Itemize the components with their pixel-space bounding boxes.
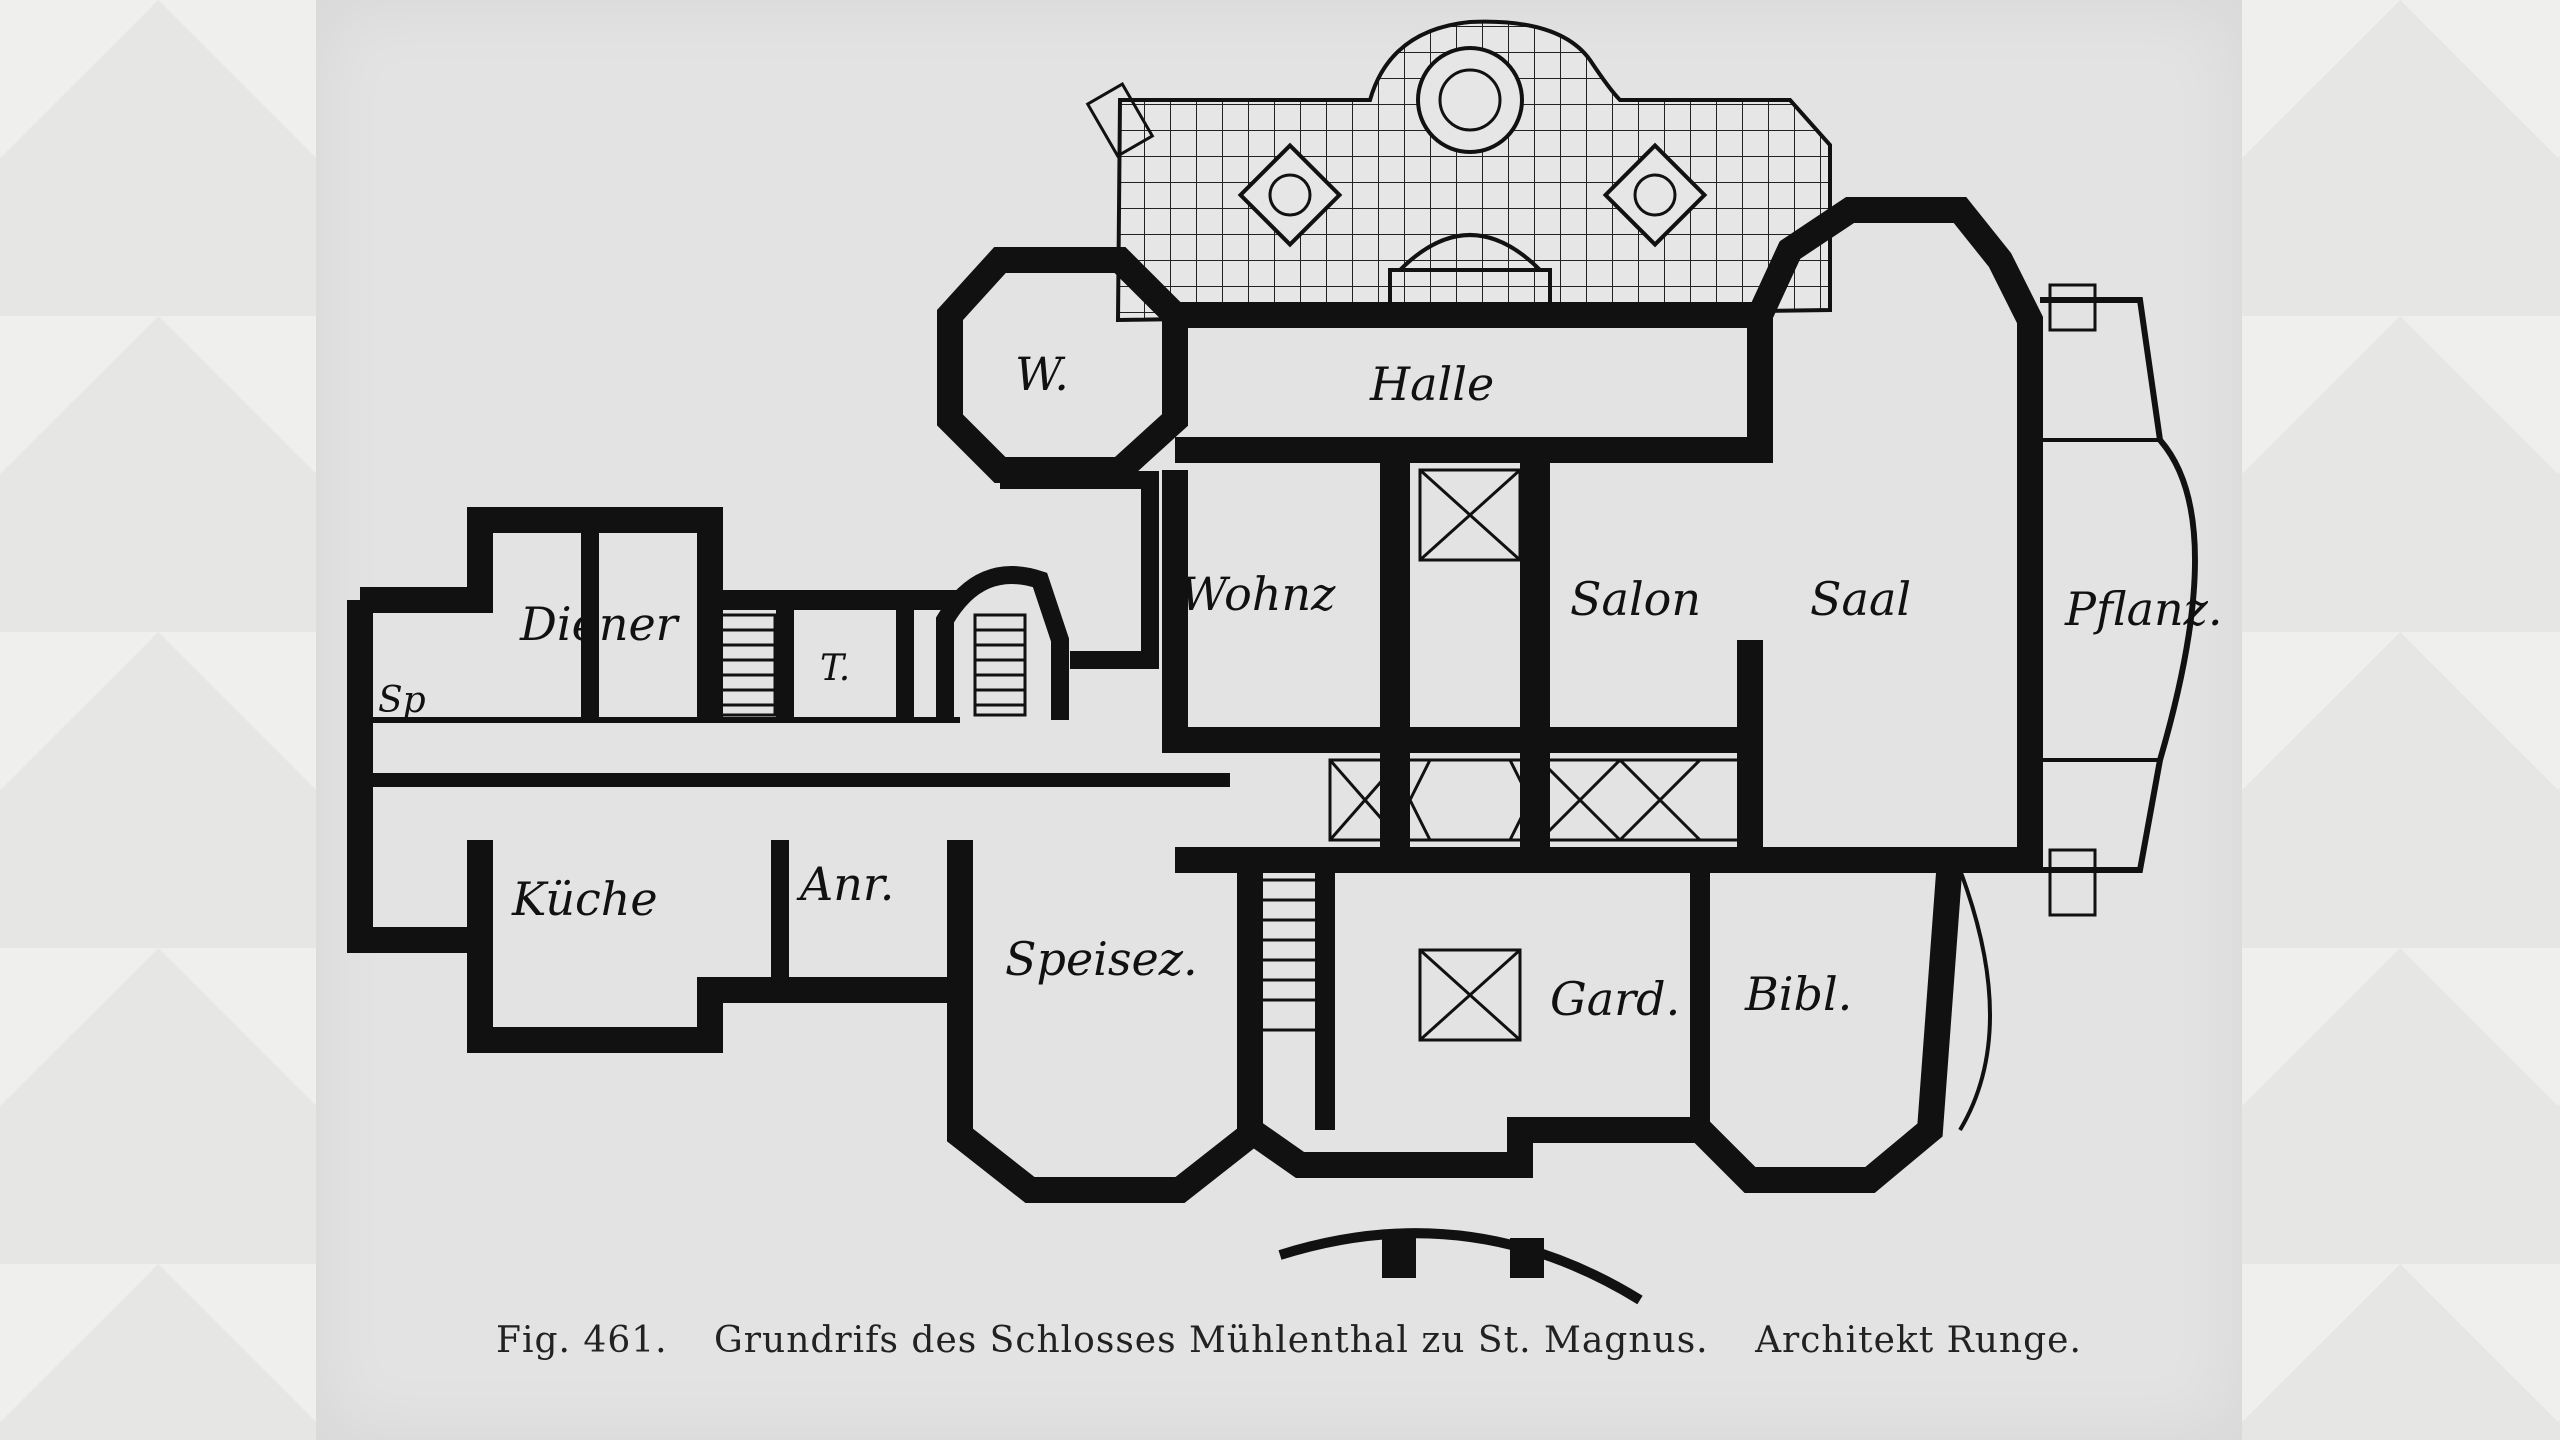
room-label-speisez: Speisez. (1005, 932, 1198, 986)
room-label-gard: Gard. (1550, 972, 1680, 1026)
caption-architect: Architekt Runge. (1755, 1320, 2082, 1361)
walls (347, 197, 2198, 1203)
room-label-pflanz: Pflanz. (2064, 582, 2223, 636)
figure-caption: Fig. 461. Grundrifs des Schlosses Mühlen… (496, 1320, 2196, 1361)
room-label-t: T. (820, 648, 850, 689)
room-label-bibl: Bibl. (1744, 967, 1852, 1021)
room-label-saal: Saal (1810, 572, 1911, 626)
room-label-sp: Sp (378, 680, 426, 721)
room-label-anr: Anr. (796, 857, 894, 911)
room-label-wohnz: Wohnz (1180, 567, 1336, 621)
room-labels: Halle W. Wohnz Salon Saal Pflanz. Diener… (378, 347, 2223, 1026)
room-label-halle: Halle (1369, 357, 1494, 411)
room-label-diener: Diener (519, 597, 681, 651)
caption-title: Grundrifs des Schlosses Mühlenthal zu St… (714, 1320, 1709, 1361)
room-label-kueche: Küche (511, 872, 658, 926)
background-right (2242, 0, 2560, 1440)
terrace (1085, 19, 1832, 323)
room-label-salon: Salon (1570, 572, 1701, 626)
room-label-w: W. (1015, 347, 1069, 401)
background-left (0, 0, 316, 1440)
caption-fig: Fig. 461. (496, 1320, 668, 1361)
stairs (713, 283, 2097, 1305)
